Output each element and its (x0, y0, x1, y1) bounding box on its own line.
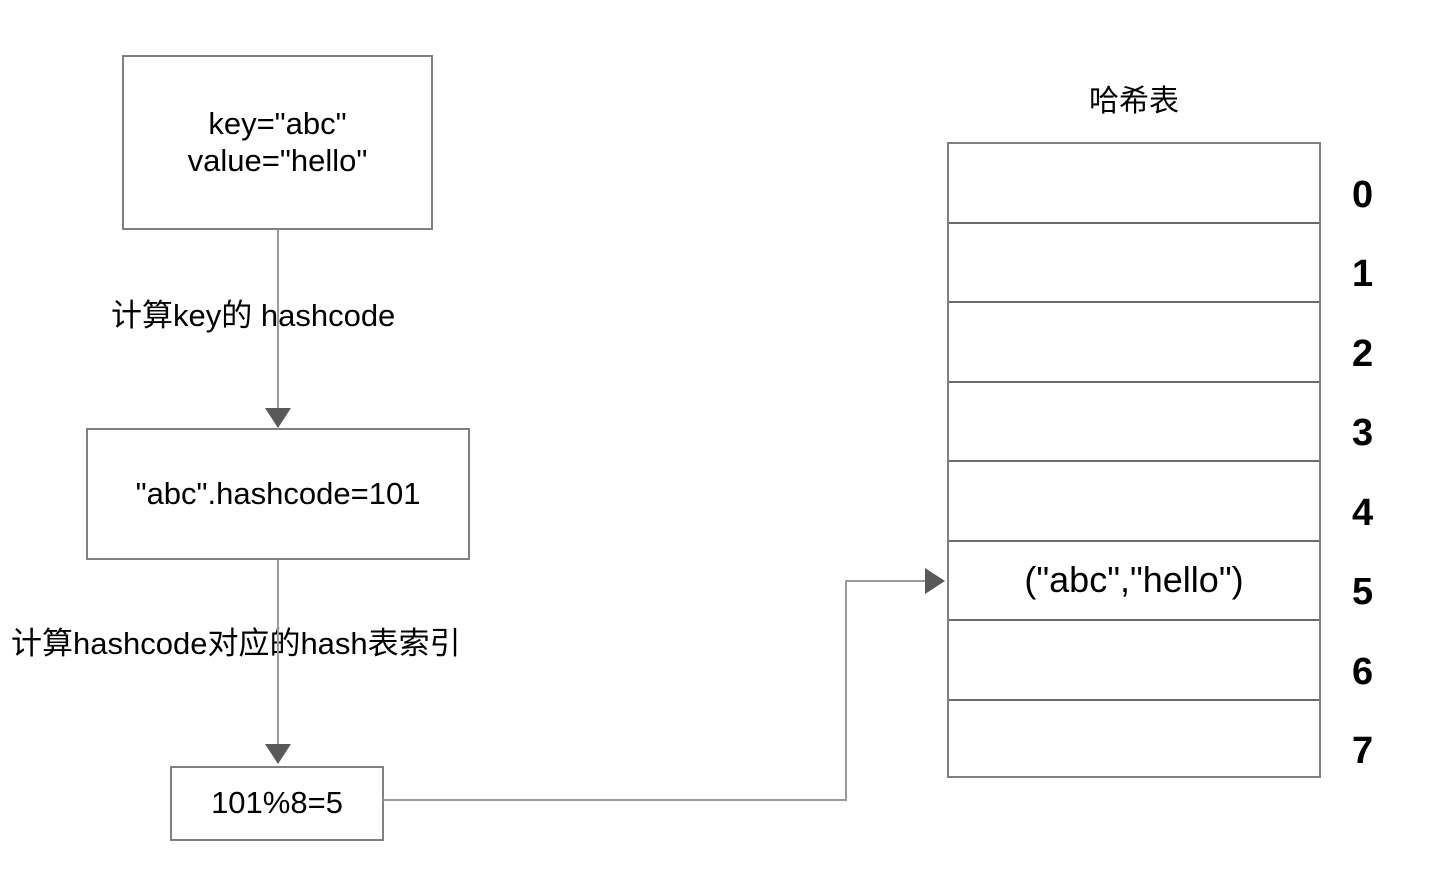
hash-table: ("abc","hello") (947, 142, 1321, 778)
edge-label-compute-index: 计算hashcode对应的hash表索引 (11, 626, 461, 661)
hash-cell (949, 701, 1319, 781)
hash-index-label: 2 (1352, 332, 1374, 375)
connector-modulo-to-slot-segment-top (845, 580, 929, 582)
hash-table-title: 哈希表 (1089, 85, 1179, 118)
hash-index-label: 0 (1352, 173, 1374, 216)
arrow-down-icon (265, 408, 291, 428)
node-hashcode-result: "abc".hashcode=101 (86, 428, 470, 560)
hash-index-label: 5 (1352, 571, 1374, 613)
arrow-down-icon (265, 744, 291, 764)
node-modulo-result: 101%8=5 (170, 766, 384, 841)
hash-index-label: 3 (1352, 412, 1374, 454)
connector-modulo-to-slot-segment-bottom (383, 799, 847, 801)
connector-hashcode-to-modulo (277, 560, 279, 750)
hash-cell-filled: ("abc","hello") (949, 542, 1319, 621)
arrow-right-icon (925, 568, 945, 594)
hash-cell (949, 383, 1319, 462)
hash-cell (949, 303, 1319, 383)
hash-index-label: 1 (1352, 253, 1374, 295)
node-input-keyvalue: key="abc" value="hello" (122, 55, 433, 230)
connector-modulo-to-slot-segment-vertical (845, 580, 847, 801)
hash-cell (949, 144, 1319, 224)
hash-table-index-column: 0 1 2 3 4 5 6 7 (1330, 142, 1400, 778)
edge-label-compute-hashcode: 计算key的 hashcode (111, 298, 396, 333)
hash-index-label: 7 (1352, 730, 1374, 772)
hash-index-label: 4 (1352, 491, 1374, 534)
hash-cell (949, 462, 1319, 542)
hash-cell (949, 224, 1319, 303)
hash-cell (949, 621, 1319, 701)
hash-index-label: 6 (1352, 650, 1374, 693)
connector-input-to-hashcode (277, 230, 279, 414)
